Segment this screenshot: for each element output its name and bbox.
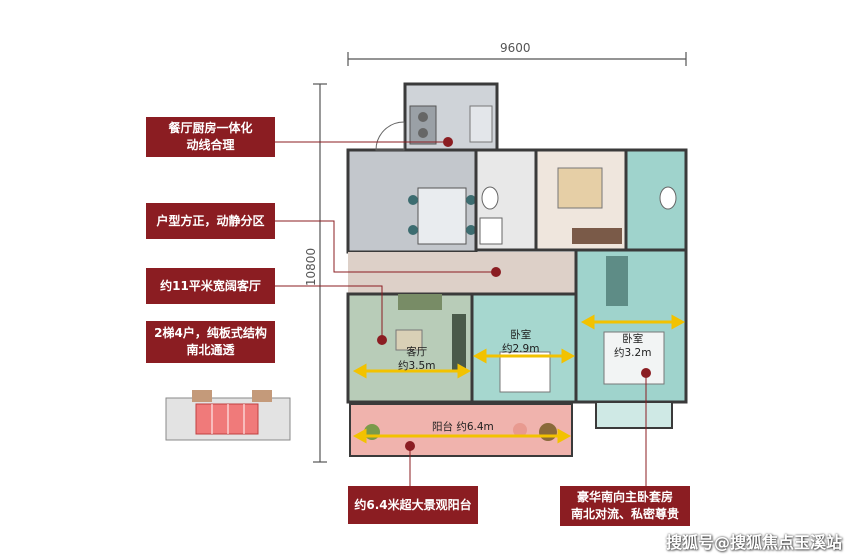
- callout-text: 南北通透: [186, 343, 235, 357]
- room-name: 客厅: [406, 346, 428, 358]
- room-size: 约3.2m: [614, 347, 652, 359]
- callout-living-room: 约11平米宽阔客厅: [146, 268, 275, 304]
- building-key-plan: [165, 390, 291, 441]
- callout-building: 2梯4户，纯板式结构 南北通透: [146, 321, 275, 363]
- tv-cabinet-icon: [452, 314, 466, 370]
- chair-icon: [513, 423, 527, 437]
- chair-icon: [408, 195, 418, 205]
- sofa-icon: [398, 294, 442, 310]
- callout-text: 2梯4户，纯板式结构: [154, 326, 267, 340]
- wardrobe-icon: [606, 256, 628, 306]
- callout-layout: 户型方正，动静分区: [146, 203, 275, 239]
- watermark: 搜狐号@搜狐焦点玉溪站: [665, 533, 842, 552]
- master-bedroom-label: 卧室 约3.2m: [614, 332, 651, 360]
- wardrobe-icon: [572, 228, 622, 244]
- top-dimension-line: [347, 52, 687, 66]
- room-name: 卧室: [510, 329, 532, 341]
- callout-master-bedroom: 豪华南向主卧套房 南北对流、私密尊贵: [560, 486, 690, 526]
- dimension-arrows: [352, 314, 686, 444]
- callout-text: 南北对流、私密尊贵: [570, 507, 679, 521]
- hallway: [348, 252, 576, 294]
- callout-text: 约6.4米超大景观阳台: [354, 497, 472, 512]
- toilet-icon: [659, 186, 677, 210]
- width-dimension-label: 9600: [500, 41, 531, 55]
- callout-markers: [377, 137, 651, 451]
- sink-icon: [469, 105, 493, 143]
- door-swing-icon: [375, 121, 405, 151]
- balcony-label: 阳台 约6.4m: [432, 421, 494, 433]
- burner-icon: [418, 128, 428, 138]
- basin-icon: [479, 217, 503, 245]
- bay-window: [595, 401, 673, 429]
- left-dimension-line: [313, 83, 327, 463]
- living-room-label: 客厅 约3.5m: [398, 345, 435, 373]
- stove-icon: [409, 105, 437, 145]
- room-size: 约2.9m: [502, 343, 540, 355]
- chair-icon: [466, 225, 476, 235]
- chair-icon: [408, 225, 418, 235]
- callout-balcony: 约6.4米超大景观阳台: [348, 486, 478, 524]
- balcony: [349, 403, 573, 457]
- plant-icon: [539, 423, 557, 441]
- bed-icon: [499, 351, 551, 393]
- callout-text: 户型方正，动静分区: [156, 213, 265, 228]
- callout-dining-kitchen: 餐厅厨房一体化 动线合理: [146, 117, 275, 157]
- toilet-icon: [481, 186, 499, 210]
- room-name: 卧室: [622, 333, 644, 345]
- callout-text: 约11平米宽阔客厅: [160, 278, 261, 293]
- callout-text: 动线合理: [186, 138, 235, 152]
- bedroom-2-label: 卧室 约2.9m: [502, 328, 539, 356]
- desk-icon: [557, 167, 603, 209]
- dining-table: [417, 187, 467, 245]
- coffee-table-icon: [395, 329, 423, 351]
- callout-leader-lines: [275, 141, 647, 486]
- room-size: 约3.5m: [398, 360, 436, 372]
- bathroom-2: [624, 148, 688, 252]
- burner-icon: [418, 112, 428, 122]
- bed-icon: [603, 331, 665, 385]
- chair-icon: [466, 195, 476, 205]
- callout-text: 餐厅厨房一体化: [168, 121, 253, 135]
- height-dimension-label: 10800: [304, 247, 319, 287]
- callout-text: 豪华南向主卧套房: [576, 490, 673, 504]
